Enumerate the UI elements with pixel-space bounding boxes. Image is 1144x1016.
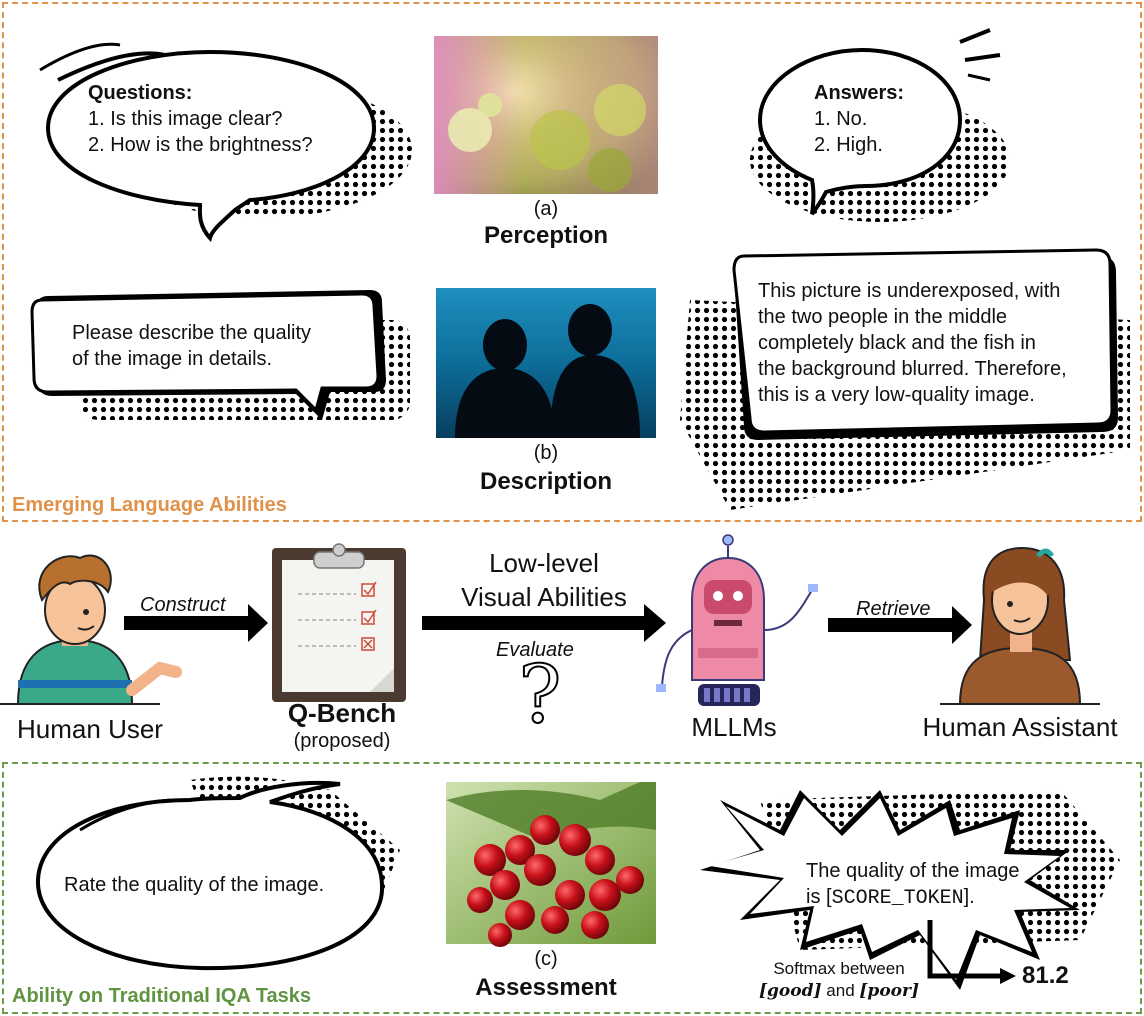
human-assistant-figure [940,546,1100,705]
construct-arrow [124,604,268,642]
human-user-figure [0,554,182,705]
questions-bubble [39,42,412,243]
evaluate-label: Evaluate [496,639,574,661]
description-answer-text: This picture is underexposed, with the t… [758,278,1067,408]
questions-title: Questions: [88,82,193,104]
questions-text: Questions: 1. Is this image clear? 2. Ho… [88,80,313,158]
description-photo [436,288,656,438]
rate-prompt-bubble [35,776,400,971]
describe-prompt-bubble [30,290,410,420]
answer-1: 1. No. [814,108,868,130]
qbench-clipboard [272,543,406,702]
perception-caption-title: Perception [483,222,609,249]
iqa-tasks-panel [2,762,1142,1014]
answer-2: 2. High. [814,134,883,156]
and-word: and [826,981,855,1000]
poor-token: [poor] [859,981,919,1001]
low-level-abilities-label: Low-level Visual Abilities [434,546,654,614]
description-answer-line: completely black and the fish in [758,332,1036,354]
score-value: 81.2 [1022,962,1069,989]
describe-prompt-text: Please describe the quality of the image… [72,320,311,372]
low-level-line2: Visual Abilities [461,582,627,612]
description-answer-bubble [680,248,1130,510]
perception-caption-letter: (a) [533,198,559,220]
description-answer-line: the two people in the middle [758,306,1008,328]
describe-prompt-line2: of the image in details. [72,348,273,370]
answers-text: Answers: 1. No. 2. High. [814,80,904,158]
assessment-caption-title: Assessment [475,974,617,1001]
construct-label: Construct [140,594,226,616]
score-answer-line2: is [SCORE_TOKEN]. [806,884,1019,912]
human-user-label: Human User [17,714,163,744]
description-answer-line: the background blurred. Therefore, [758,358,1067,380]
mllms-label: MLLMs [691,712,777,742]
bottom-panel-title: Ability on Traditional IQA Tasks [12,985,311,1007]
score-answer-bubble [700,790,1120,990]
answers-title: Answers: [814,82,905,104]
mllm-robot [656,534,818,706]
question-1: 1. Is this image clear? [88,108,283,130]
qbench-label: Q-Bench [287,698,397,728]
score-answer-line1: The quality of the image [806,860,1020,882]
description-answer-line: this is a very low-quality image. [758,384,1035,406]
score-token: SCORE_TOKEN [831,887,964,910]
score-answer-post: ]. [963,886,975,908]
low-level-line1: Low-level [489,548,599,578]
proposed-label: (proposed) [293,730,391,752]
good-token: [good] [759,981,822,1001]
rate-prompt-text: Rate the quality of the image. [64,874,325,896]
evaluate-arrow [422,604,666,642]
perception-photo [434,36,658,194]
top-panel-title: Emerging Language Abilities [12,494,287,516]
assessment-caption-letter: (c) [534,948,558,970]
retrieve-arrow [828,606,972,644]
answers-bubble [750,28,1010,222]
score-answer-text: The quality of the image is [SCORE_TOKEN… [806,858,1019,912]
assessment-photo [446,782,656,947]
softmax-line1: Softmax between [773,959,905,978]
emerging-abilities-panel [2,2,1142,522]
score-answer-pre: is [ [806,886,832,908]
question-mark-icon: ? [518,648,563,741]
human-assistant-label: Human Assistant [922,712,1118,742]
softmax-note: Softmax between [good] and [poor] [754,958,924,1002]
description-caption-letter: (b) [533,442,559,464]
describe-prompt-line1: Please describe the quality [72,322,312,344]
description-caption-title: Description [479,468,613,495]
question-2: 2. How is the brightness? [88,134,313,156]
description-answer-line: This picture is underexposed, with [758,280,1061,302]
retrieve-label: Retrieve [856,598,931,620]
